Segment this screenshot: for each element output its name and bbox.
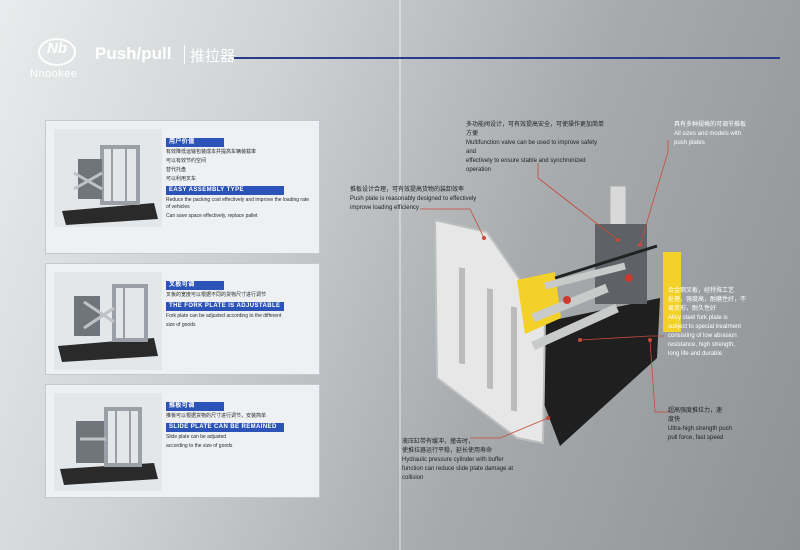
note-cn: 处理，强度高，耐磨性好，不 xyxy=(668,297,747,303)
push-pull-photo-icon xyxy=(54,393,162,491)
feature-line-en: according to the size of goods xyxy=(166,443,233,449)
feature-line-en: Reduce the packing cost effectively and … xyxy=(166,197,310,210)
feature-card-assembly: 用户价值 有效降低运输包装成本并提高车辆装载率 可以有效节约空间 替代托盘 可以… xyxy=(45,120,320,254)
note-en: Hydraulic pressure cylinder with buffer xyxy=(402,457,504,463)
note-cylinder: 液压缸带有缓冲，撞击时， 使推拉器运行平稳，延长使用寿命 Hydraulic p… xyxy=(402,438,552,483)
note-cn: 液压缸带有缓冲，撞击时， xyxy=(402,439,475,445)
page-title-cn: 推拉器 xyxy=(190,48,236,65)
note-en: collision xyxy=(402,475,424,481)
page-fold xyxy=(399,0,401,550)
feature-line-en: Can save space effectively, replace pall… xyxy=(166,213,258,219)
title-separator xyxy=(184,45,185,64)
product-photo xyxy=(54,272,162,370)
note-cn: 合金钢叉板，经特殊工艺 xyxy=(668,288,735,294)
note-cn: 推板设计合理，可有效提高货物的装卸效率 xyxy=(350,187,465,193)
feature-tag-en: THE FORK PLATE IS ADJUSTABLE xyxy=(166,302,284,311)
note-en: resistance, high strength, xyxy=(668,342,736,348)
feature-line-en: Slide plate can be adjusted xyxy=(166,434,227,440)
logo: Nb Nnookee xyxy=(28,38,88,90)
carriage-mount xyxy=(663,252,681,332)
feature-tag-cn: 叉板可调 xyxy=(166,281,224,290)
feature-line-cn: 可以有效节约空间 xyxy=(166,158,207,164)
note-en: Alloy steel fork plate is xyxy=(668,315,728,321)
logo-mark: Nb xyxy=(47,40,67,57)
product-photo xyxy=(54,393,162,491)
note-en: effectively to ensure stable and synchro… xyxy=(466,158,586,173)
feature-tag-cn: 推板可调 xyxy=(166,402,224,411)
feature-card-fork-plate: 叉板可调 叉板的宽度可以根据不同的货物尺寸进行调节 THE FORK PLATE… xyxy=(45,263,320,375)
feature-line-en: size of goods xyxy=(166,322,196,328)
note-cn: 具有多种规格的可调节推板 xyxy=(674,122,747,128)
note-cn: 使推拉器运行平稳，延长使用寿命 xyxy=(402,448,493,454)
note-en: long life and durable xyxy=(668,351,723,357)
feature-tag-cn: 用户价值 xyxy=(166,138,224,147)
note-en: Ultra-high strength push xyxy=(668,426,733,432)
feature-tag-en: SLIDE PLATE CAN BE REMAINED xyxy=(166,423,284,432)
feature-line-cn: 有效降低运输包装成本并提高车辆装载率 xyxy=(166,149,257,155)
page-title-en: Push/pull xyxy=(95,44,172,63)
push-pull-photo-icon xyxy=(54,129,162,227)
note-valve: 多功能阀设计，可有效提高安全，可使操作更加简单方便 Multifunction … xyxy=(466,121,606,175)
header-rule xyxy=(234,57,780,59)
push-pull-photo-icon xyxy=(54,272,162,370)
note-fork-steel: 合金钢叉板，经特殊工艺 处理，强度高，耐磨性好，不 易变形，耐久性好 Alloy… xyxy=(668,287,778,359)
note-en: subject to special treatment xyxy=(668,324,742,330)
note-en: function can reduce slide plate damage a… xyxy=(402,466,514,472)
note-en: pull force, fast speed xyxy=(668,435,724,441)
note-en: push plates xyxy=(674,140,705,146)
feature-tag-en: EASY ASSEMBLY TYPE xyxy=(166,186,284,195)
note-en: Push plate is reasonably designed to eff… xyxy=(350,196,477,202)
note-en: improve loading efficiency xyxy=(350,205,419,211)
feature-line-cn: 推板可以根据货物的尺寸进行调节，安装简单 xyxy=(166,413,267,419)
feature-line-cn: 可以利用叉车 xyxy=(166,176,197,182)
feature-line-cn: 替代托盘 xyxy=(166,167,187,173)
push-pull-machine-image xyxy=(433,185,681,446)
note-cn: 多功能阀设计，可有效提高安全，可使操作更加简单方便 xyxy=(466,122,605,137)
note-push-plate-design: 推板设计合理，可有效提高货物的装卸效率 Push plate is reason… xyxy=(350,186,480,213)
feature-card-slide-plate: 推板可调 推板可以根据货物的尺寸进行调节，安装简单 SLIDE PLATE CA… xyxy=(45,384,320,498)
note-push-plate-sizes: 具有多种规格的可调节推板 All sizes and models with p… xyxy=(674,121,774,148)
note-force-speed: 超高强度推拉力，速 度快 Ultra-high strength push pu… xyxy=(668,407,768,443)
feature-line-cn: 叉板的宽度可以根据不同的货物尺寸进行调节 xyxy=(166,292,267,298)
brand-name: Nnookee xyxy=(30,68,78,80)
note-cn: 度快 xyxy=(668,417,681,423)
note-en: consisting of low abrasion xyxy=(668,333,737,339)
note-en: All sizes and models with xyxy=(674,131,742,137)
note-cn: 超高强度推拉力，速 xyxy=(668,408,723,414)
logo-ring-icon xyxy=(38,38,76,66)
note-cn: 易变形，耐久性好 xyxy=(668,306,717,312)
product-photo xyxy=(54,129,162,227)
feature-line-en: Fork plate can be adjusted according to … xyxy=(166,313,282,319)
note-en: Multifunction valve can be used to impro… xyxy=(466,140,598,155)
